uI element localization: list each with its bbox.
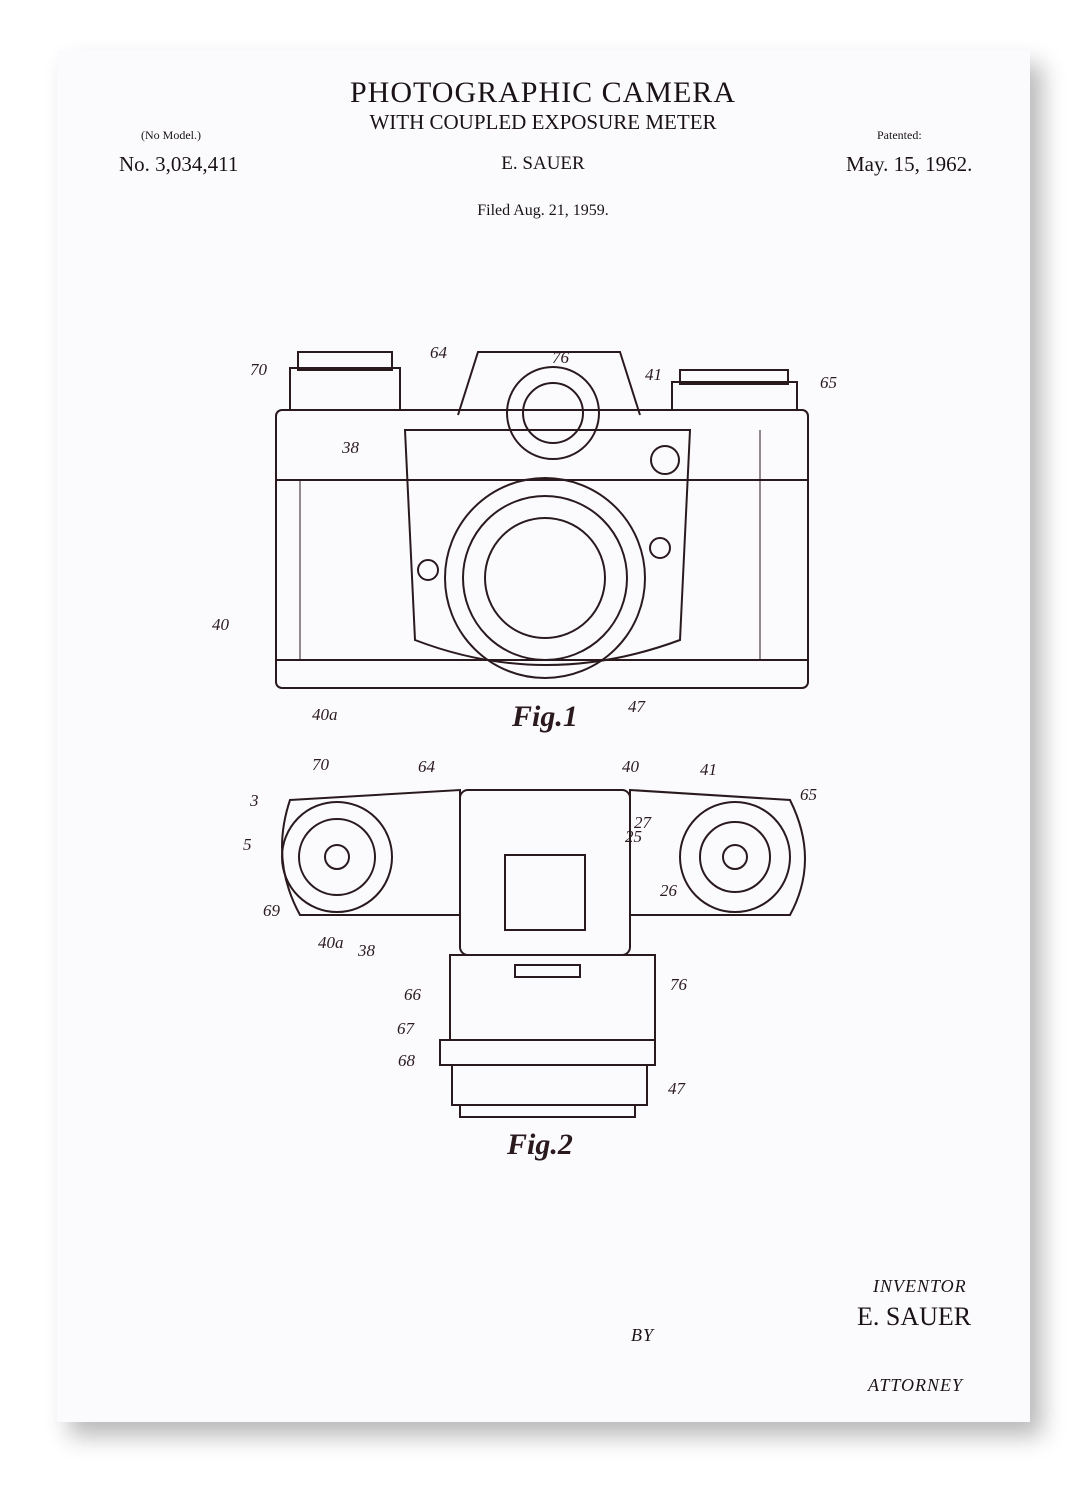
ref-68: 68	[398, 1051, 416, 1070]
patented-date: May. 15, 1962.	[846, 152, 973, 176]
ref-66: 66	[404, 985, 422, 1004]
patent-subtitle: WITH COUPLED EXPOSURE METER	[369, 110, 717, 134]
attorney-label: ATTORNEY	[868, 1375, 964, 1395]
ref-38: 38	[341, 438, 360, 457]
ref-40: 40	[622, 757, 640, 776]
ref-47: 47	[628, 697, 647, 716]
ref-65: 65	[820, 373, 837, 392]
ref-64: 64	[430, 343, 448, 362]
ref-40a: 40a	[318, 933, 344, 952]
ref-25: 25	[625, 827, 642, 846]
patented-label: Patented:	[877, 128, 922, 142]
ref-41: 41	[645, 365, 662, 384]
patent-title: PHOTOGRAPHIC CAMERA	[349, 76, 736, 109]
fig-1-label: Fig.1	[511, 700, 578, 733]
ref-40: 40	[212, 615, 230, 634]
patent-sheet	[57, 50, 1030, 1422]
ref-40a: 40a	[312, 705, 338, 724]
ref-64: 64	[418, 757, 436, 776]
ref-70: 70	[312, 755, 330, 774]
ref-76: 76	[552, 348, 570, 367]
ref-5: 5	[243, 835, 252, 854]
ref-38: 38	[357, 941, 376, 960]
ref-65: 65	[800, 785, 817, 804]
ref-70: 70	[250, 360, 268, 379]
fig-2-label: Fig.2	[506, 1128, 573, 1161]
ref-69: 69	[263, 901, 281, 920]
no-model: (No Model.)	[141, 128, 201, 142]
patent-number: No. 3,034,411	[119, 152, 239, 176]
header-inventor: E. SAUER	[501, 153, 585, 174]
inventor-label: INVENTOR	[873, 1276, 967, 1296]
figure-2-camera-top	[281, 788, 806, 1118]
ref-27: 27	[634, 813, 653, 832]
ref-41: 41	[700, 760, 717, 779]
by-label: BY	[631, 1325, 655, 1345]
ref-26: 26	[660, 881, 678, 900]
filed-date: Filed Aug. 21, 1959.	[477, 202, 609, 219]
ref-67: 67	[397, 1019, 416, 1038]
ref-47: 47	[668, 1079, 687, 1098]
inventor-name: E. SAUER	[857, 1302, 972, 1331]
ref-76: 76	[670, 975, 688, 994]
figure-1-camera-front	[275, 351, 809, 689]
ref-3: 3	[249, 791, 259, 810]
